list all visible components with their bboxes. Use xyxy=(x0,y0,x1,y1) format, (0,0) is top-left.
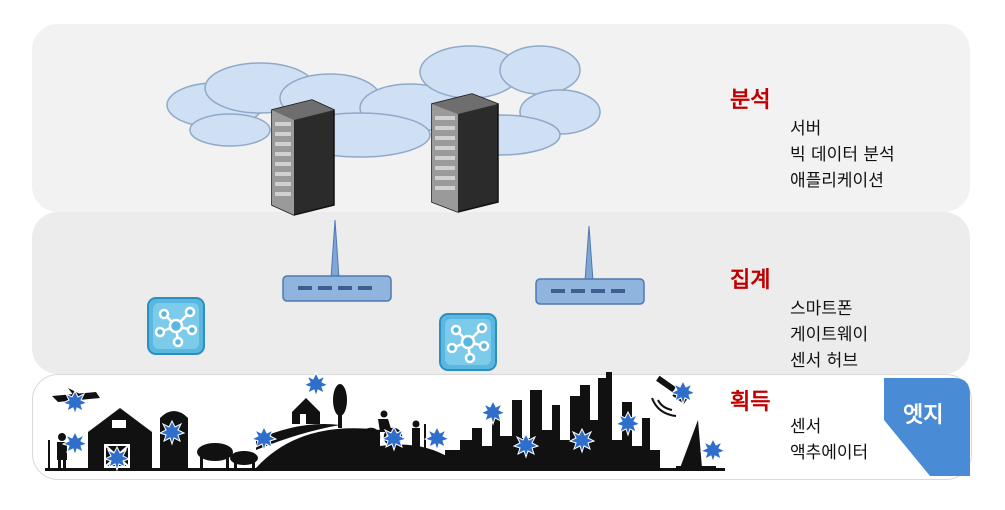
sensor-marker-icon xyxy=(61,371,727,472)
layer-items-aggregation: 스마트폰 게이트웨이 센서 허브 xyxy=(790,296,868,374)
layer-item: 스마트폰 xyxy=(790,299,853,319)
edge-badge-label: 엣지 xyxy=(903,403,944,428)
layer-title-aggregation: 집계 xyxy=(730,268,771,293)
layer-item: 게이트웨이 xyxy=(790,325,869,345)
layer-item: 빅 데이터 분석 xyxy=(790,145,895,165)
sensor-hub-icon xyxy=(439,313,497,371)
cloud-icon xyxy=(166,45,601,158)
layer-item: 애플리케이션 xyxy=(790,171,884,191)
layer-item: 서버 xyxy=(790,119,822,139)
server-rack-icon xyxy=(271,99,335,216)
gateway-router-icon xyxy=(282,219,392,302)
layer-title-acquisition: 획득 xyxy=(730,390,771,415)
layer-item: 액추에이터 xyxy=(790,443,869,463)
gateway-router-icon xyxy=(535,225,645,305)
layer-items-analysis: 서버 빅 데이터 분석 애플리케이션 xyxy=(790,116,895,194)
edge-badge-shape xyxy=(884,378,970,476)
layer-title-analysis: 분석 xyxy=(730,88,771,113)
sensor-hub-icon xyxy=(147,297,205,355)
layer-item: 센서 허브 xyxy=(790,351,858,371)
layer-item: 센서 xyxy=(790,417,822,437)
layer-items-acquisition: 센서 액추에이터 xyxy=(790,414,868,466)
server-rack-icon xyxy=(431,93,499,213)
